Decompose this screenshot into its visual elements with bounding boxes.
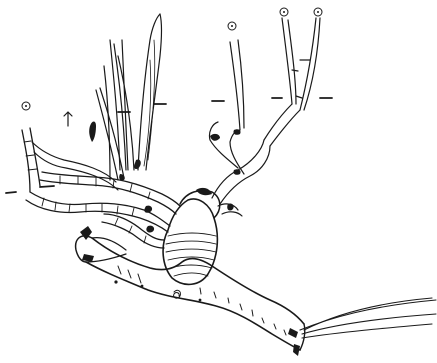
- marker-m3: [280, 8, 288, 16]
- marker-m4: [314, 8, 322, 16]
- arrow-mark: [64, 112, 72, 126]
- fibrous-roots: [300, 298, 436, 338]
- upper-left-shoots: [32, 14, 162, 233]
- marker-m2: [228, 22, 236, 30]
- reference-dashes: [6, 98, 332, 193]
- central-bulb: [163, 188, 220, 284]
- left-stolons: [22, 128, 180, 248]
- upper-right-stolons: [209, 18, 320, 216]
- marker-m1: [22, 102, 30, 110]
